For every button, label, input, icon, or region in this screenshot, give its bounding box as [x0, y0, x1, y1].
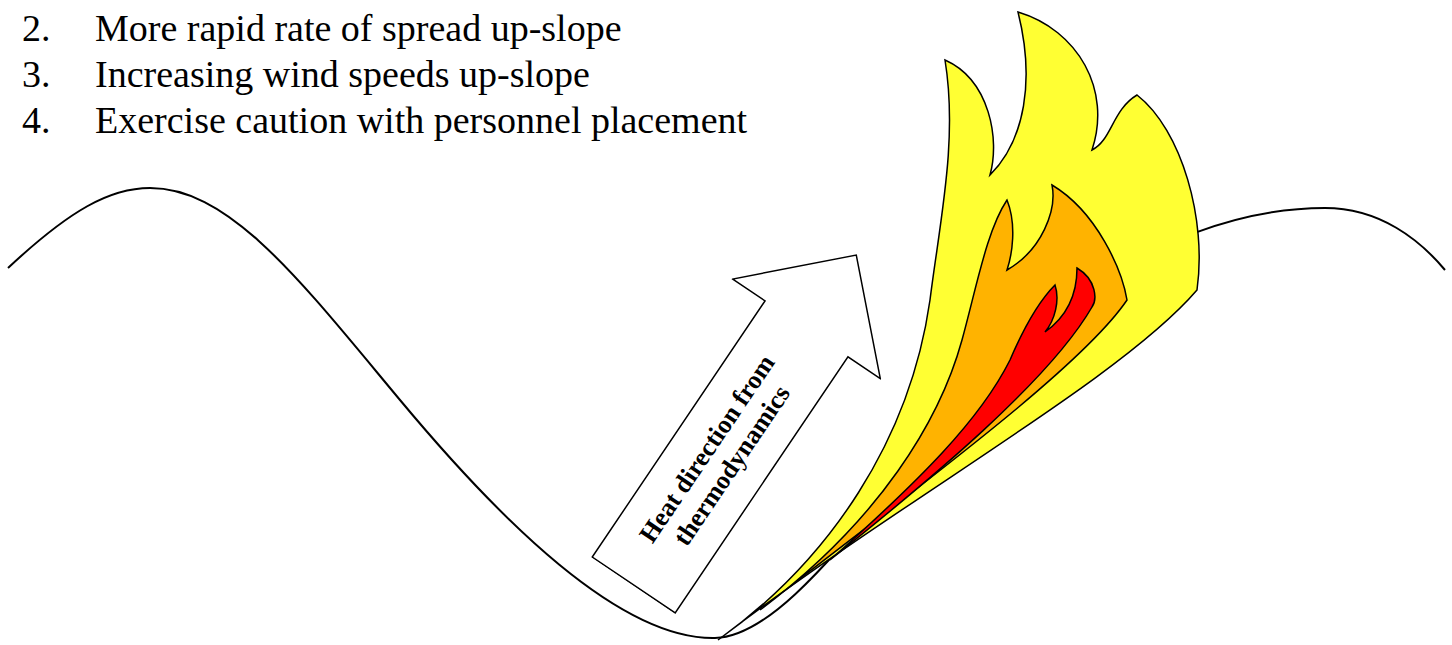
flame-inner: [830, 268, 1095, 560]
list-number: 4.: [22, 98, 51, 144]
arrow-shape: [560, 205, 930, 634]
arrow-label: Heat direction from thermodynamics: [614, 320, 826, 594]
list-item: Increasing wind speeds up-slope: [95, 52, 590, 98]
list-item: Exercise caution with personnel placemen…: [95, 98, 747, 144]
hill-outline: [8, 188, 1445, 638]
heat-direction-arrow: Heat direction from thermodynamics: [559, 204, 932, 636]
list-item: More rapid rate of spread up-slope: [95, 6, 622, 52]
list-number: 2.: [22, 6, 51, 52]
list-number: 3.: [22, 52, 51, 98]
